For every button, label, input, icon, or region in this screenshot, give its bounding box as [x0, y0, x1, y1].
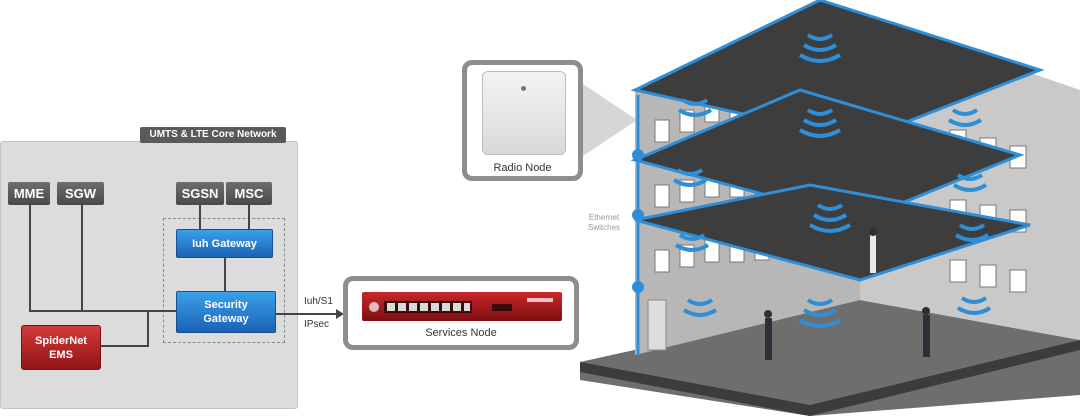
msc-line [248, 205, 250, 231]
security-gateway-node: Security Gateway [176, 291, 276, 333]
sgw-node: SGW [57, 182, 104, 205]
services-node-image [362, 292, 562, 321]
radio-node-label: Radio Node [493, 162, 552, 174]
iuh-gateway-node: Iuh Gateway [176, 229, 273, 258]
iuh-s1-label: Iuh/S1 [304, 296, 333, 307]
ipsec-label: IPsec [304, 319, 330, 330]
ems-horizontal-line [100, 345, 149, 347]
spidernet-ems-node: SpiderNet EMS [21, 325, 101, 370]
equipment-rack [647, 299, 667, 351]
mme-node: MME [8, 182, 50, 205]
sgw-line [81, 205, 83, 311]
core-network-title: UMTS & LTE Core Network [140, 127, 286, 143]
services-node-ports-icon [369, 298, 553, 313]
sgsn-node: SGSN [176, 182, 224, 205]
msc-node: MSC [226, 182, 272, 205]
ipsec-link-line [276, 313, 342, 315]
building-illustration [580, 0, 1080, 416]
people-figures [764, 228, 930, 360]
services-node-label: Services Node [425, 327, 497, 339]
core-bus-line [29, 310, 177, 312]
radio-node-image [482, 71, 566, 155]
ipsec-arrow-icon [336, 309, 344, 319]
iuh-security-line [224, 258, 226, 292]
gateway-group-outline [163, 218, 285, 343]
ethernet-switch-icons [632, 149, 644, 293]
radio-node-led-icon [521, 86, 526, 91]
ems-vertical-line [147, 311, 149, 347]
ethernet-switches-label: Ethernet Switches [588, 213, 621, 232]
sgsn-line [199, 205, 201, 231]
mme-line [29, 205, 31, 311]
radio-node-pointer [577, 80, 637, 160]
wireless-signal-icons [672, 33, 992, 328]
